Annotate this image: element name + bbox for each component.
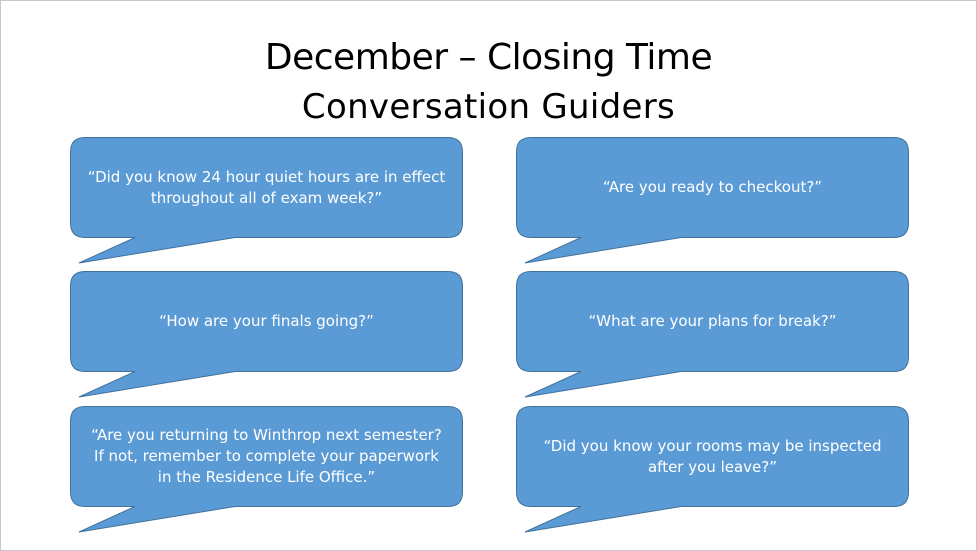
speech-bubble: “Did you know 24 hour quiet hours are in… (70, 137, 463, 264)
speech-bubble: “Are you ready to checkout?” (516, 137, 909, 264)
bubble-text: “Are you ready to checkout?” (602, 178, 823, 196)
speech-bubble: “What are your plans for break?” (516, 271, 909, 398)
speech-bubble-shape (516, 271, 909, 398)
bubble-text: “Did you know 24 hour quiet hours are in… (87, 167, 446, 207)
speech-bubble: “Did you know your rooms may be inspecte… (516, 406, 909, 533)
speech-bubble: “Are you returning to Winthrop next seme… (70, 406, 463, 533)
speech-bubble: “How are your finals going?” (70, 271, 463, 398)
speech-bubble-shape (70, 406, 463, 533)
speech-bubble-shape (70, 271, 463, 398)
slide-title: December – Closing Time (264, 37, 713, 78)
bubble-text: “Are you returning to Winthrop next seme… (91, 426, 442, 486)
bubble-text: “How are your finals going?” (159, 312, 374, 330)
bubble-text: “What are your plans for break?” (588, 312, 837, 330)
speech-bubble-shape (516, 406, 909, 533)
speech-bubble-shape (516, 137, 909, 264)
bubble-text: “Did you know your rooms may be inspecte… (543, 436, 882, 476)
slide-subtitle: Conversation Guiders (301, 87, 676, 127)
speech-bubble-shape (70, 137, 463, 264)
